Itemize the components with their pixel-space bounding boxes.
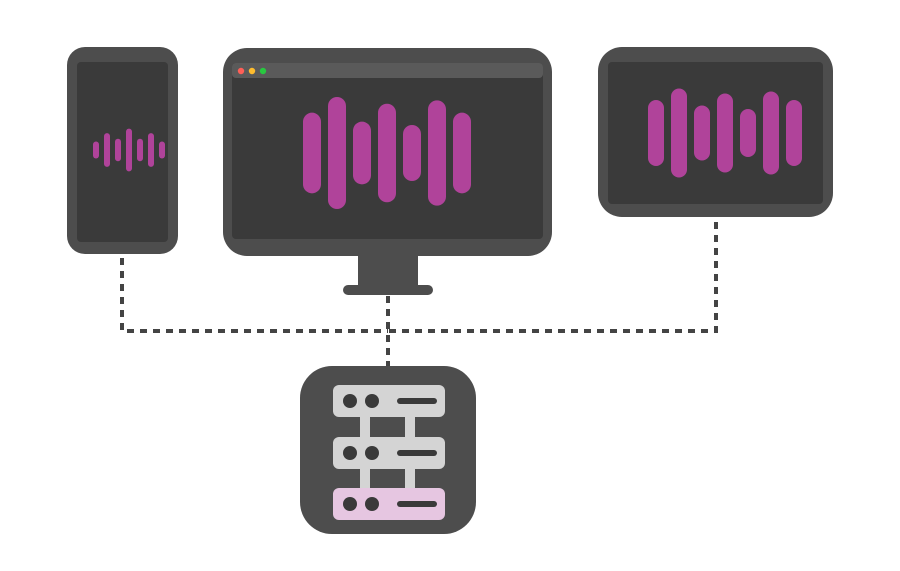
- phone-screen: [77, 62, 168, 242]
- phone-waveform-bar: [159, 141, 165, 159]
- monitor-waveform-bar: [403, 125, 421, 181]
- server-unit: [333, 385, 445, 417]
- server-unit: [333, 488, 445, 520]
- desktop-monitor-icon: [223, 48, 552, 295]
- monitor-waveform-bar: [303, 112, 321, 194]
- phone-waveform-bar: [137, 138, 143, 162]
- monitor-waveform-bar: [453, 112, 471, 194]
- server-unit: [333, 437, 445, 469]
- smartphone-icon: [67, 47, 178, 254]
- connection-lines: [120, 222, 718, 368]
- server-units: [333, 385, 445, 520]
- server-led-dot: [343, 394, 357, 408]
- server-unit-body: [333, 488, 445, 520]
- monitor-waveform-bar: [353, 121, 371, 185]
- monitor-waveform-bar: [428, 100, 446, 206]
- tablet-waveform-bar: [740, 109, 756, 157]
- tablet-waveform-bar: [648, 100, 664, 166]
- server-led-dot: [365, 394, 379, 408]
- tablet-connector-line: [388, 222, 718, 333]
- server-led-dot: [365, 497, 379, 511]
- tablet-waveform-bar: [763, 91, 779, 175]
- phone-waveform-bar: [115, 138, 121, 162]
- tablet-waveform-bar: [694, 105, 710, 161]
- phone-audio-waveform-icon: [93, 128, 165, 172]
- tablet-icon: [598, 47, 833, 217]
- monitor-waveform-bar: [378, 103, 396, 203]
- server-led-dot: [343, 497, 357, 511]
- tablet-waveform-bar: [717, 93, 733, 173]
- browser-titlebar: [232, 63, 543, 78]
- tablet-waveform-bar: [671, 88, 687, 178]
- monitor-audio-waveform-icon: [303, 97, 471, 209]
- server-unit-body: [333, 385, 445, 417]
- server-slot-bar: [397, 450, 437, 456]
- phone-waveform-bar: [126, 128, 132, 172]
- server-stack-icon: [300, 366, 476, 534]
- window-minimize-icon: [248, 67, 256, 75]
- server-slot-bar: [397, 398, 437, 404]
- tablet-waveform-bar: [786, 100, 802, 166]
- window-maximize-icon: [259, 67, 267, 75]
- server-led-dot: [343, 446, 357, 460]
- server-slot-bar: [397, 501, 437, 507]
- tablet-audio-waveform-icon: [648, 88, 802, 178]
- phone-waveform-bar: [93, 141, 99, 159]
- phone-waveform-bar: [148, 133, 154, 167]
- monitor-waveform-bar: [328, 97, 346, 209]
- server-led-dot: [365, 446, 379, 460]
- phone-connector-line: [120, 258, 388, 333]
- server-unit-body: [333, 437, 445, 469]
- monitor-base: [343, 285, 433, 295]
- phone-waveform-bar: [104, 133, 110, 167]
- window-close-icon: [237, 67, 245, 75]
